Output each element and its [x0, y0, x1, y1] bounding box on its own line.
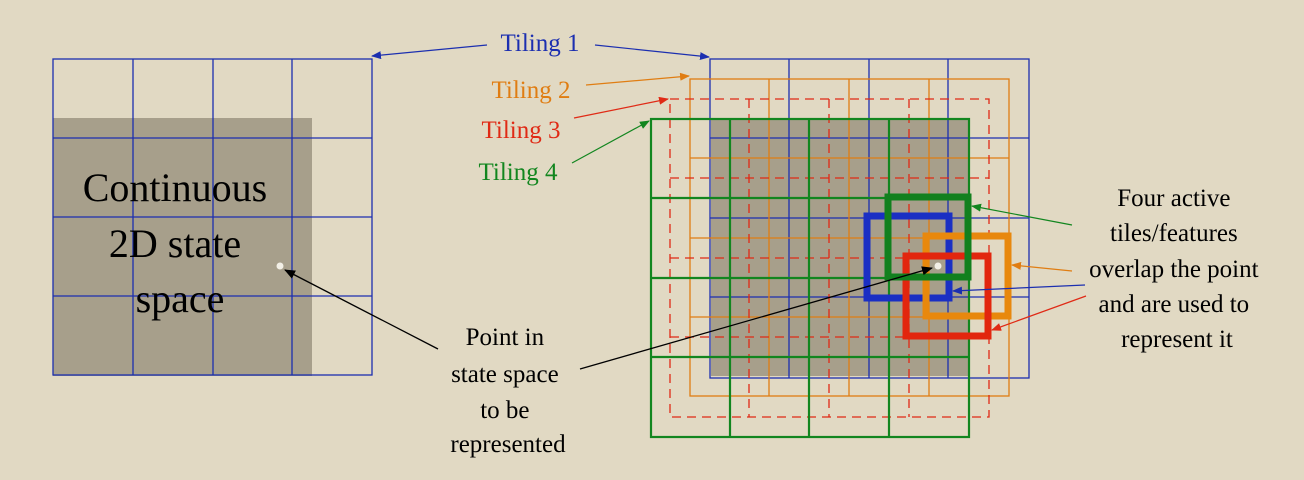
tiling-4-arrow [571, 120, 650, 164]
point-caption-line-1: Point in [466, 324, 545, 351]
active-caption-line-2: tiles/features [1110, 220, 1238, 247]
active-arrow-red [991, 295, 1087, 331]
state-space-label-line-1: Continuous [83, 165, 267, 210]
right-tilings-panel [649, 58, 1030, 439]
active-tile-tiling-4 [884, 193, 972, 281]
tiling-2-arrow [585, 72, 690, 86]
point-arrow-left [284, 269, 439, 350]
tiling-1-label: Tiling 1 [501, 30, 580, 57]
left-state-space-panel: Continuous 2D state space [52, 58, 373, 376]
state-space-label-line-2: 2D state [109, 221, 241, 266]
active-caption-line-1: Four active [1117, 185, 1230, 212]
tiling-1-arrow-left [371, 44, 488, 60]
state-point-left [276, 262, 284, 270]
active-caption-line-5: represent it [1121, 326, 1233, 353]
state-space-label-line-3: space [136, 276, 225, 321]
active-arrow-orange [1011, 261, 1073, 272]
active-caption: Four active tiles/features overlap the p… [1089, 185, 1265, 353]
tiling-1-arrow-right [594, 44, 710, 61]
state-point-right [934, 262, 942, 270]
state-space-region [53, 118, 312, 376]
tiling-3-arrow [573, 96, 669, 119]
active-tile-tiling-3 [902, 252, 992, 340]
point-caption: Point in state space to be represented [450, 324, 566, 458]
point-caption-line-3: to be [480, 397, 529, 424]
active-caption-line-3: overlap the point [1089, 256, 1258, 283]
tiling-labels: Tiling 1 Tiling 2 Tiling 3 Tiling 4 [371, 30, 710, 186]
point-caption-group: Point in state space to be represented [284, 266, 933, 458]
tiling-2-label: Tiling 2 [492, 77, 571, 104]
tiling-3-label: Tiling 3 [482, 117, 561, 144]
point-arrow-right [579, 266, 933, 370]
point-caption-line-4: represented [450, 431, 566, 458]
active-caption-group: Four active tiles/features overlap the p… [952, 185, 1265, 353]
active-arrow-blue [952, 284, 1086, 295]
active-arrow-green [971, 203, 1073, 226]
point-caption-line-2: state space [451, 361, 559, 388]
tiling-1-grid-left [52, 58, 373, 376]
state-space-label: Continuous 2D state space [83, 165, 277, 321]
active-caption-line-4: and are used to [1099, 291, 1250, 318]
tiling-4-label: Tiling 4 [479, 159, 558, 186]
